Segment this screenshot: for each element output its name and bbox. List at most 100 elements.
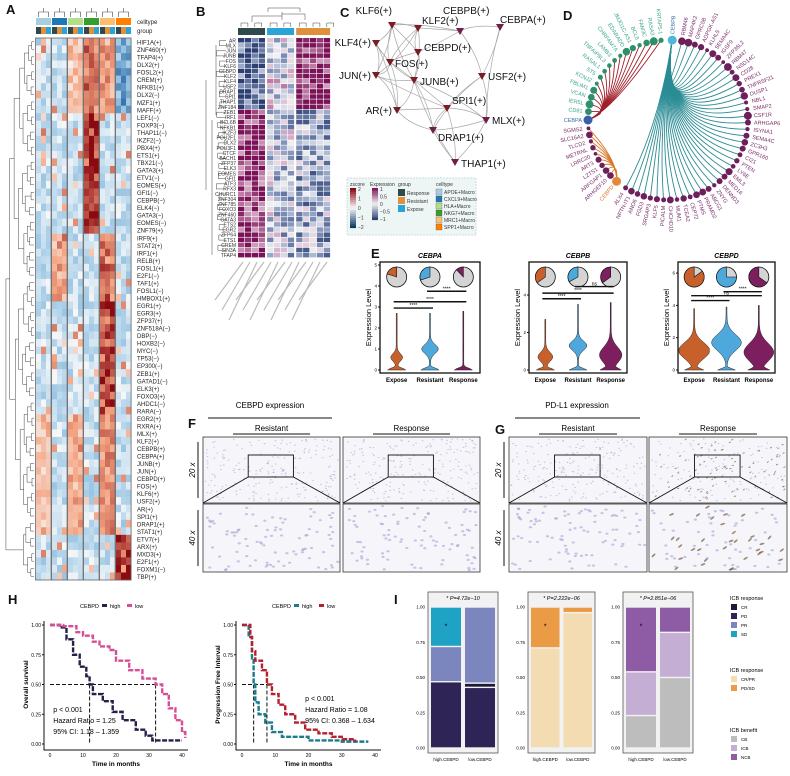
heatmap-cell xyxy=(73,534,79,543)
row-dendrogram xyxy=(30,312,34,321)
heatmap-cell xyxy=(323,155,331,161)
zscore-colorbar-step xyxy=(350,194,356,197)
bar-segment-cr xyxy=(465,683,495,687)
heatmap-cell xyxy=(116,248,122,257)
hub-label: CEBPA xyxy=(564,118,583,124)
nucleus xyxy=(725,482,727,484)
heatmap-cell xyxy=(126,346,132,355)
nucleus xyxy=(711,530,715,533)
heatmap-cell xyxy=(52,248,58,257)
heatmap-cell xyxy=(57,324,63,332)
heatmap-cell xyxy=(100,293,106,302)
nucleus xyxy=(353,523,357,527)
heatmap-cell xyxy=(323,222,331,227)
target-node xyxy=(593,151,598,156)
target-node xyxy=(658,37,664,43)
nucleus xyxy=(305,440,308,442)
stained-cell xyxy=(714,456,718,459)
heatmap-cell xyxy=(68,263,74,272)
heatmap-row-label: RXRA(+) xyxy=(137,424,161,430)
panel-label-c: C xyxy=(340,5,350,20)
nucleus xyxy=(763,477,766,479)
heatmap-cell xyxy=(68,534,74,543)
nucleus xyxy=(468,464,471,466)
heatmap-cell xyxy=(303,211,310,217)
nucleus xyxy=(590,482,593,484)
heatmap-cell xyxy=(36,188,42,197)
heatmap-cell xyxy=(94,309,100,317)
heatmap-cell xyxy=(68,557,74,566)
heatmap-cell xyxy=(251,114,259,120)
heatmap-cell xyxy=(94,384,100,393)
stained-cell xyxy=(759,542,765,546)
heatmap-cell xyxy=(105,211,111,219)
heatmap-cell xyxy=(36,75,42,84)
heatmap-cell xyxy=(238,124,245,130)
heatmap-cell xyxy=(258,43,265,48)
heatmap-cell xyxy=(46,75,52,84)
nucleus xyxy=(217,496,219,498)
heatmap-cell xyxy=(89,316,95,325)
nucleus xyxy=(524,475,527,477)
heatmap-cell xyxy=(94,188,100,197)
heatmap-cell xyxy=(323,135,331,140)
nucleus xyxy=(527,462,529,464)
nucleus xyxy=(574,486,576,488)
violin-shape xyxy=(568,304,588,371)
heatmap-row-label: KLF2 xyxy=(224,74,236,80)
stained-cell xyxy=(670,536,675,541)
ihc-column-label: Response xyxy=(393,424,430,433)
heatmap-cell xyxy=(46,203,52,212)
zoom-region-box xyxy=(554,454,601,478)
celltype-block-border xyxy=(99,37,116,581)
heatmap-cell xyxy=(121,474,127,483)
violin-shape xyxy=(453,310,474,371)
celltype-block-border xyxy=(51,37,68,581)
nucleus xyxy=(560,471,563,473)
heatmap-cell xyxy=(267,165,274,171)
panel-title: * P=4.72e−10 xyxy=(446,596,481,602)
heatmap-cell xyxy=(94,452,100,460)
heatmap-cell xyxy=(41,75,47,84)
column-label-illegible xyxy=(235,261,265,301)
heatmap-cell xyxy=(287,94,295,99)
heatmap-cell xyxy=(287,119,295,125)
heatmap-cell xyxy=(258,89,265,94)
nucleus xyxy=(329,465,331,467)
nucleus xyxy=(214,474,216,477)
column-label-illegible xyxy=(214,261,244,301)
heatmap-cell xyxy=(94,98,100,106)
nucleus xyxy=(390,460,392,462)
heatmap-cell xyxy=(110,504,116,513)
nucleus xyxy=(729,478,732,480)
heatmap-cell xyxy=(52,196,58,204)
heatmap-cell xyxy=(94,542,100,551)
heatmap-cell xyxy=(84,489,90,498)
nucleus xyxy=(255,492,257,495)
heatmap-cell xyxy=(303,181,310,186)
heatmap-cell xyxy=(62,158,68,167)
heatmap-cell xyxy=(100,482,106,490)
heatmap-cell xyxy=(274,78,281,84)
x-tick-label: high.CEBPD xyxy=(433,757,459,762)
heatmap-cell xyxy=(94,286,100,295)
heatmap-cell xyxy=(57,361,63,370)
heatmap-cell xyxy=(116,203,122,212)
nucleus xyxy=(565,453,568,455)
row-dendrogram xyxy=(31,553,34,562)
nucleus xyxy=(280,442,282,444)
nucleus xyxy=(533,468,535,470)
heatmap-cell xyxy=(274,227,281,232)
nucleus xyxy=(774,521,779,524)
heatmap-cell xyxy=(89,293,95,302)
expression-colorbar-step xyxy=(372,191,378,193)
celltype-legend-label: MRC1+Macro xyxy=(444,218,475,224)
heatmap-cell xyxy=(244,242,252,248)
heatmap-cell xyxy=(287,227,295,232)
heatmap-cell xyxy=(46,226,52,234)
heatmap-cell xyxy=(110,444,116,453)
nucleus xyxy=(555,494,558,497)
stained-cell xyxy=(706,497,708,500)
heatmap-cell xyxy=(323,89,331,94)
